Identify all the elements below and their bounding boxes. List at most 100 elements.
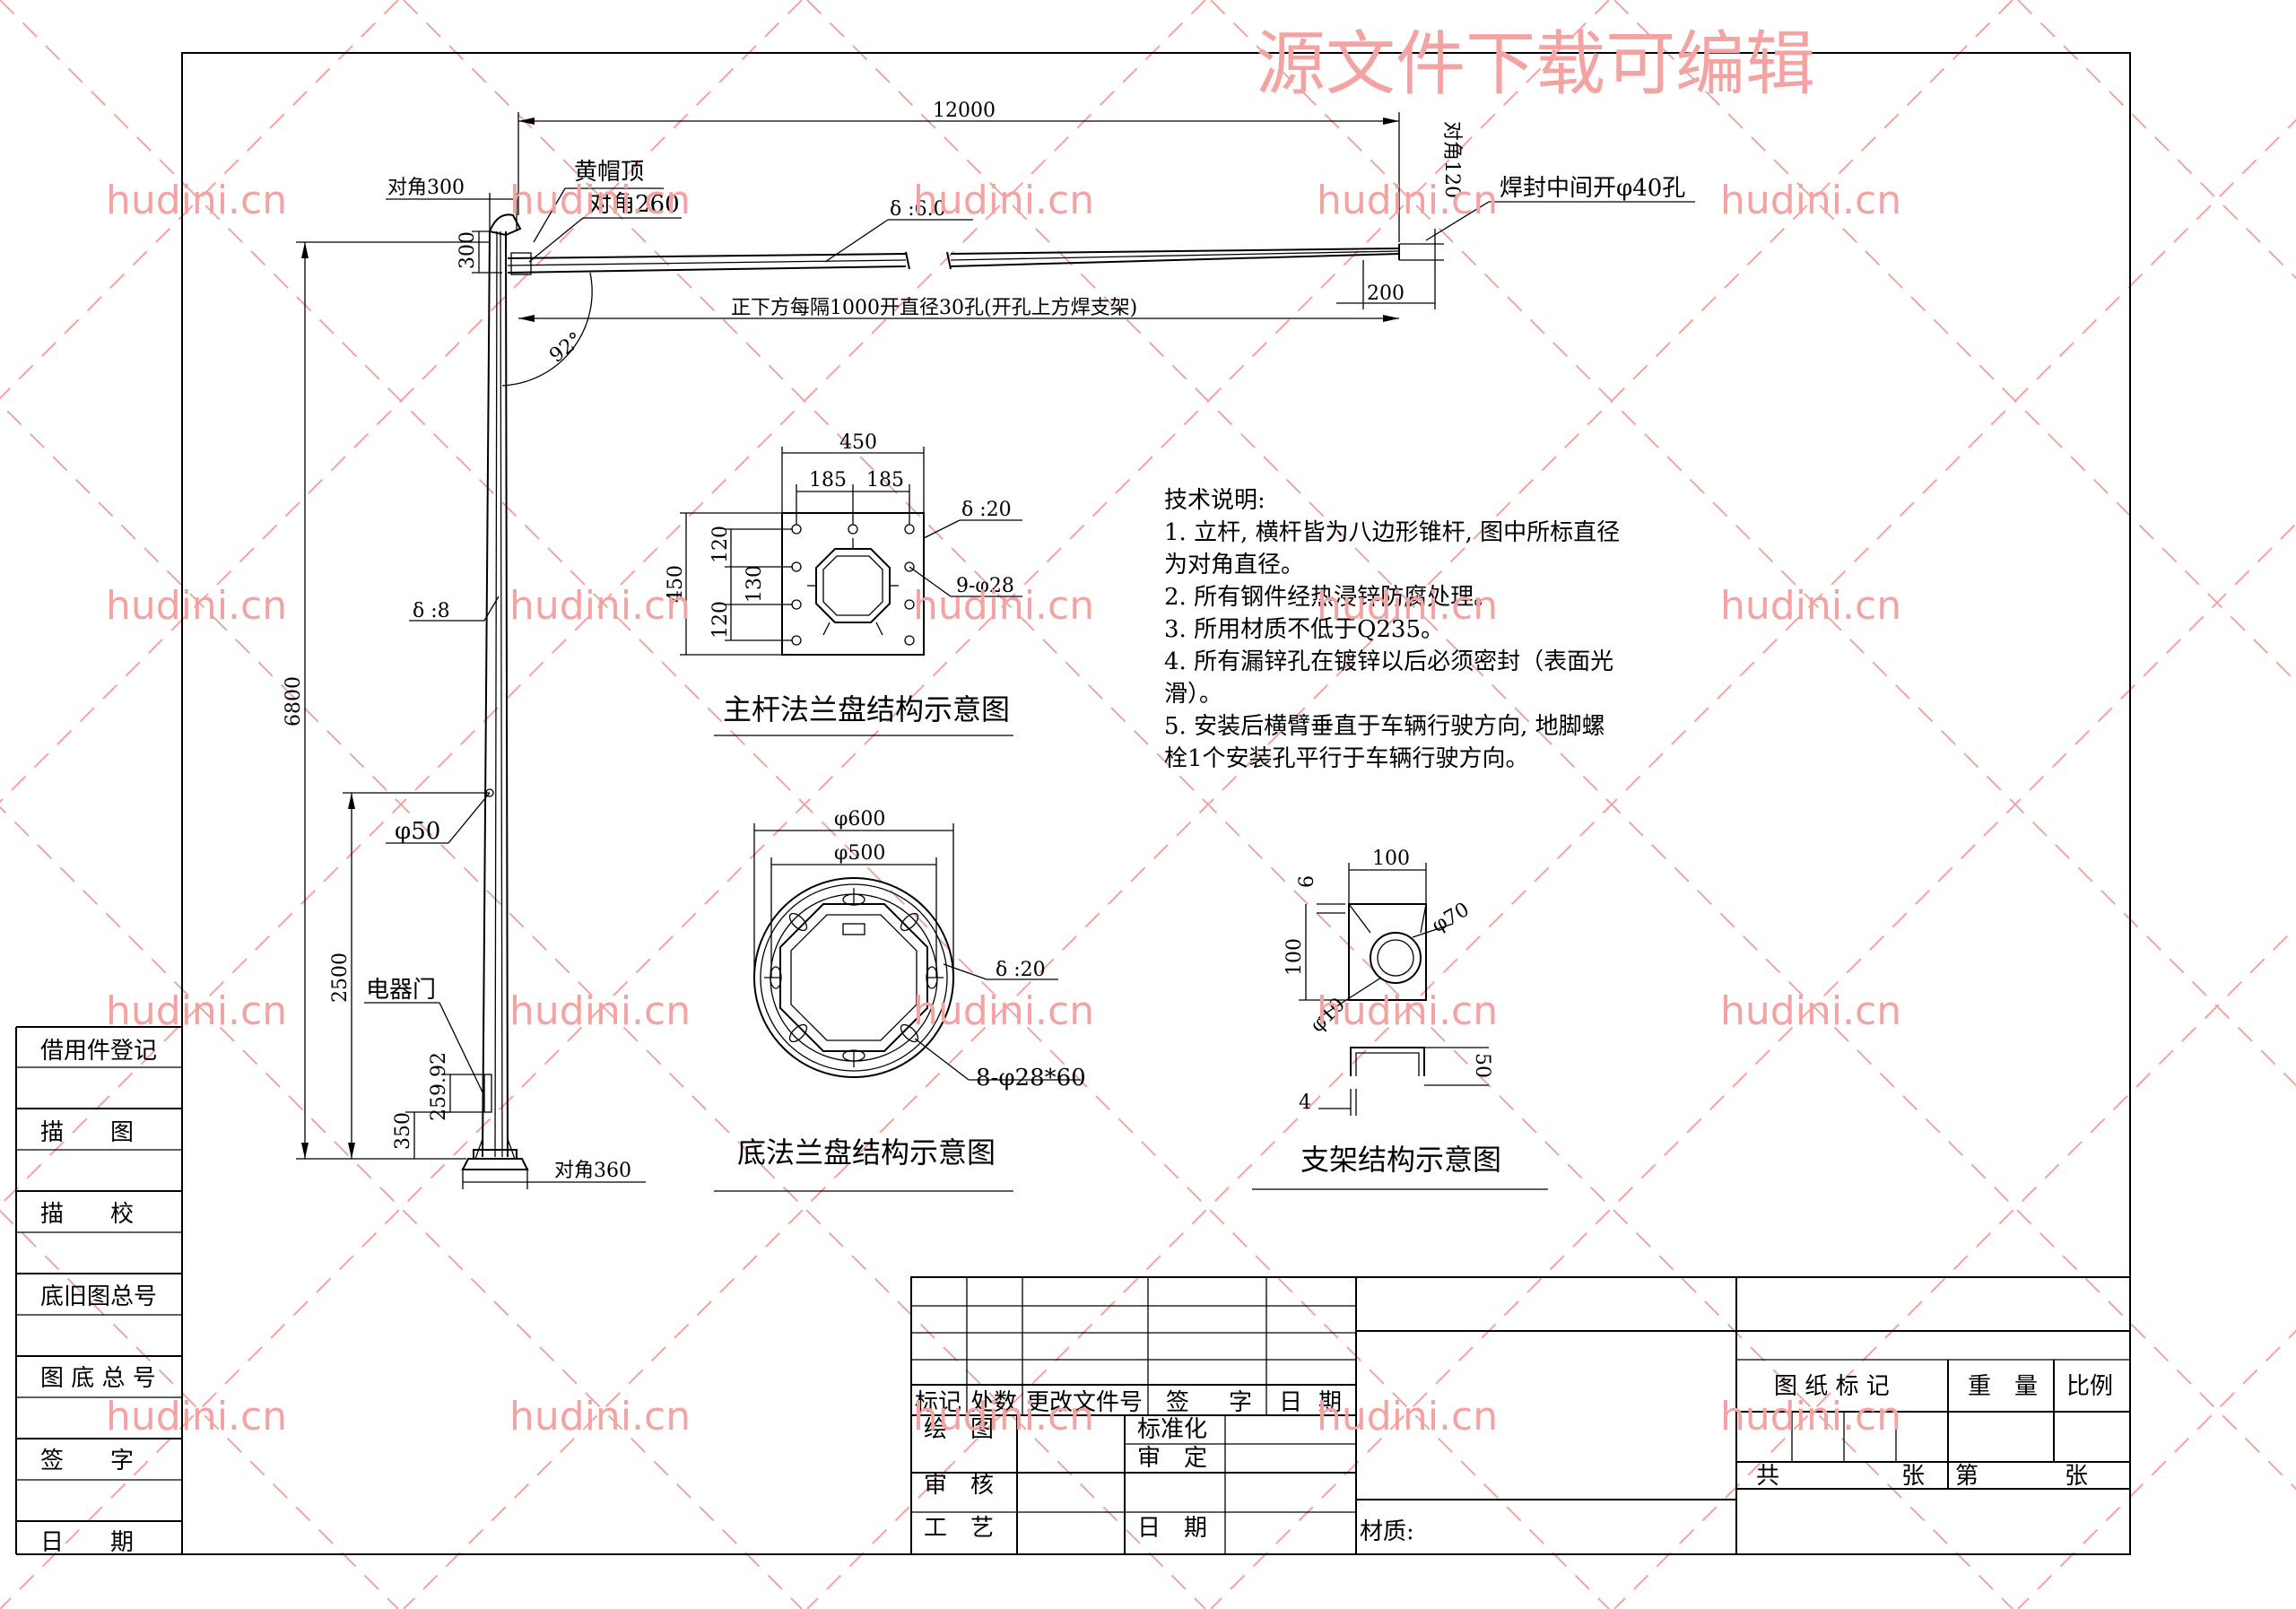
watermark-site: hudini.cn [913,1394,1094,1439]
watermark-line [1613,0,2296,683]
height-2500: 2500 [329,952,352,1003]
drawing-mark-label: 图 纸 标 记 [1774,1373,1890,1400]
base-inner-dia: φ500 [834,842,885,865]
top-diag: 对角300 [387,177,465,199]
tech-line-1: 1. 立杆, 横杆皆为八边形锥杆, 图中所标直径 [1164,519,1620,546]
strip-row-1: 借用件登记 [40,1038,157,1065]
watermark-site: hudini.cn [509,988,691,1034]
watermark-site: hudini.cn [509,583,691,629]
arm-root-diag: 对角260 [588,191,680,218]
flange-v2: 130 [744,565,766,603]
watermark-site: hudini.cn [1720,988,1901,1034]
sheet-no-label: 第 [1955,1463,1979,1490]
tech-heading: 技术说明: [1164,487,1265,514]
hole-diameter: φ50 [395,818,440,845]
spacing-b: 185 [866,469,904,491]
watermark-site: hudini.cn [106,1394,287,1439]
watermark-site: hudini.cn [509,178,691,223]
watermark-line [2017,1329,2296,1609]
dim-200: 200 [1367,283,1405,305]
bracket-d6: 6 [1296,875,1318,888]
base-holes: 8-φ28*60 [976,1065,1086,1092]
rev-header-sign-2: 字 [1229,1389,1252,1416]
watermark-site: hudini.cn [106,583,287,629]
height-300: 300 [457,231,479,269]
watermark-site: hudini.cn [913,988,1094,1034]
watermark-site: hudini.cn [509,1394,691,1439]
tech-line-4: 3. 所用材质不低于Q235。 [1164,616,1444,643]
tech-line-7: 5. 安装后横臂垂直于车辆行驶方向, 地脚螺 [1164,713,1605,740]
strip-row-7: 日 期 [40,1529,134,1556]
tech-line-5: 4. 所有漏锌孔在镀锌以后必须密封（表面光 [1164,648,1613,675]
rev-header-sign-1: 签 [1166,1389,1189,1416]
rev-header-mark: 标记 [915,1389,961,1416]
approve-label: 审 定 [1137,1445,1207,1472]
watermark-line [0,0,1610,1609]
watermark-text: 源文件下载可编辑 hudini.cn hudini.cn hudini.cn hudi… [106,24,1901,1439]
watermark-title: 源文件下载可编辑 [1256,24,1815,105]
base-flange-caption: 底法兰盘结构示意图 [737,1135,996,1170]
rev-header-count: 处数 [970,1389,1017,1416]
watermark-site: hudini.cn [1317,178,1498,223]
watermark-site: hudini.cn [1317,988,1498,1034]
process-label: 工 艺 [924,1515,994,1542]
strip-row-4: 底旧图总号 [40,1283,157,1310]
standard-label: 标准化 [1137,1416,1207,1443]
draw-label: 绘 图 [924,1416,994,1443]
watermark-site: hudini.cn [913,583,1094,629]
left-registration-strip: 借用件登记 描 图 描 校 底旧图总号 图 底 总 号 签 字 日 期 [15,1026,182,1556]
watermark-line [1210,0,2296,1087]
spacing-a: 185 [809,469,847,491]
door-height-dim: 259.92 [428,1052,450,1121]
watermark-site: hudini.cn [1317,1394,1498,1439]
cap-label: 黄帽顶 [574,159,644,186]
watermark-line [1210,522,2296,1609]
strip-row-5: 图 底 总 号 [40,1365,156,1392]
watermark-line [806,0,2296,1491]
arm-thickness: δ :6.0 [890,198,946,221]
watermark-site: hudini.cn [1720,178,1901,223]
base-flange-detail: φ600 φ500 δ :20 8-φ28*60 底法兰盘结构示意图 [714,808,1086,1192]
date-label: 日 期 [1137,1515,1207,1542]
sheets-label-2: 张 [2065,1463,2088,1490]
title-block: 标记 处数 更改文件号 签 字 日 期 绘 图 标准化 审 定 审 核 工 艺 … [910,1276,2131,1555]
bracket-width: 100 [1372,848,1410,870]
sheets-label: 张 [1901,1463,1925,1490]
bracket-d4: 4 [1299,1092,1311,1114]
watermark-site: hudini.cn [913,178,1094,223]
tech-line-3: 2. 所有钢件经热浸锌防腐处理。 [1164,584,1497,611]
watermark-site: hudini.cn [106,988,287,1034]
top-flange-detail: 450 185 185 450 120 130 120 δ :20 9-φ28 … [665,431,1022,736]
drawing-frame [181,52,2131,1555]
review-label: 审 核 [924,1472,994,1499]
bracket-caption: 支架结构示意图 [1300,1143,1501,1177]
top-flange-height: 450 [665,565,687,603]
strip-row-6: 签 字 [40,1448,134,1474]
technical-notes: 技术说明: 1. 立杆, 横杆皆为八边形锥杆, 图中所标直径 为对角直径。 2.… [1164,487,1620,772]
rev-header-doc: 更改文件号 [1026,1389,1143,1416]
rev-header-date-1: 日 [1279,1389,1302,1416]
pole-thickness: δ :8 [413,600,450,622]
watermark-line [806,118,2296,1609]
top-flange-thickness: δ :20 [961,499,1012,521]
watermark-line [2017,0,2296,280]
watermark-site: hudini.cn [1720,583,1901,629]
base-outer-dia: φ600 [834,808,885,831]
door-label: 电器门 [366,977,436,1004]
hole-note: 正下方每隔1000开直径30孔(开孔上方焊支架) [731,297,1137,319]
watermark-site: hudini.cn [1317,583,1498,629]
watermark-line [1613,926,2296,1609]
tech-line-8: 栓1个安装孔平行于车辆行驶方向。 [1164,745,1529,772]
weld-note: 焊封中间开φ40孔 [1500,175,1685,202]
top-flange-width: 450 [839,431,877,454]
watermark-line [0,0,1206,1207]
base-thickness: δ :20 [996,959,1046,981]
top-flange-caption: 主杆法兰盘结构示意图 [723,692,1010,726]
total-label: 共 [1756,1463,1779,1490]
tech-line-6: 滑）。 [1164,681,1222,708]
top-flange-holes: 9-φ28 [956,575,1014,597]
bracket-detail: 100 6 100 φ70 φ10 50 4 支架结构示意图 [1252,848,1548,1190]
watermark-site: hudini.cn [106,178,287,223]
